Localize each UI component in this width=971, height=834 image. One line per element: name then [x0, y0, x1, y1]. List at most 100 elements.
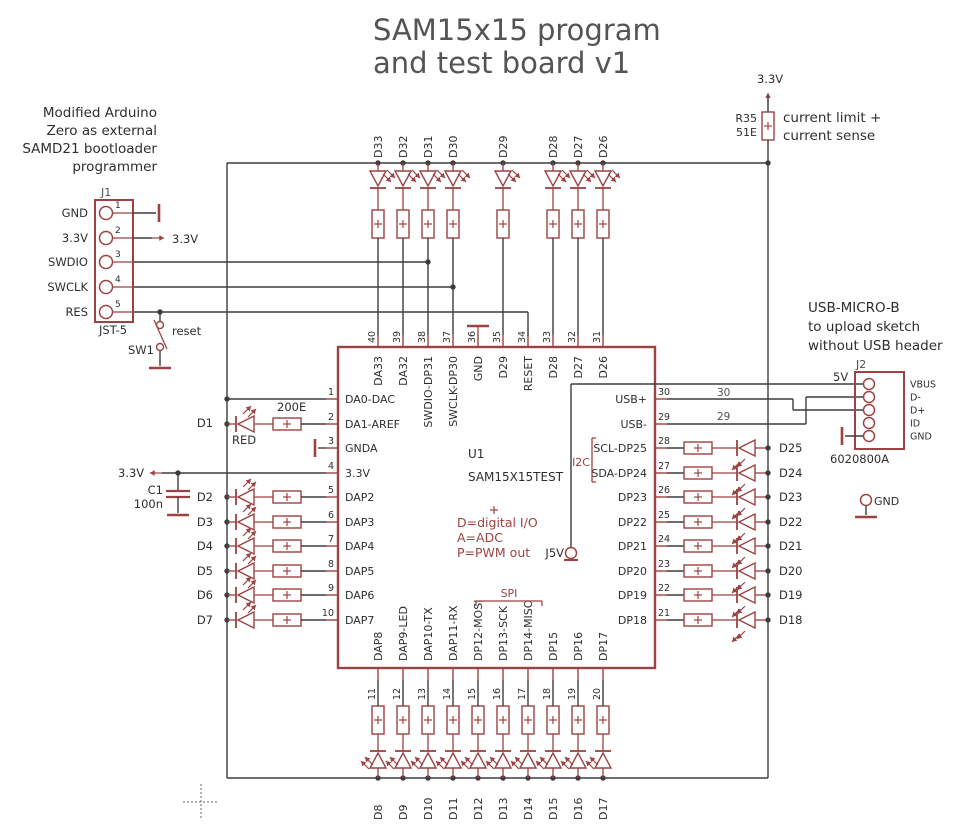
pin-number: 35	[492, 331, 503, 343]
led-label: D33	[372, 136, 385, 158]
led-symbol	[368, 751, 388, 769]
arrow-head	[486, 761, 492, 767]
pin-number: 11	[367, 688, 378, 700]
junction-dot	[765, 470, 771, 476]
usb-note-line2: to upload sketch	[808, 319, 920, 335]
junction-dot	[425, 259, 431, 265]
led-symbol	[236, 414, 255, 434]
pin-number: 21	[658, 608, 670, 619]
pin-name: DA1-AREF	[345, 418, 400, 431]
pin-legend-line2: A=ADC	[457, 530, 503, 545]
arrow-head	[510, 176, 516, 182]
led-symbol	[443, 751, 463, 769]
pin-name: DAP10-TX	[422, 607, 435, 661]
pin-number: 19	[567, 688, 578, 700]
j2-pin-circle	[862, 403, 876, 417]
junction-dot	[765, 519, 771, 525]
pin-number: 9	[328, 583, 334, 594]
arrow-head	[250, 507, 256, 513]
arrow-head	[365, 757, 371, 763]
pin-name: DAP4	[345, 540, 374, 553]
led-symbol	[737, 487, 756, 507]
current-note-line1: current limit +	[783, 110, 881, 126]
pin-number: 29	[658, 412, 670, 423]
pin-number: 14	[442, 688, 453, 700]
led-symbol	[418, 170, 438, 188]
arrow-head	[536, 761, 542, 767]
chip-ref: U1	[468, 447, 484, 461]
arrow-head	[560, 176, 566, 182]
led-label: D16	[572, 798, 585, 820]
pin-name: DP17	[597, 632, 610, 661]
arrow-head	[159, 235, 164, 241]
sw1-lever	[153, 319, 168, 350]
pin-name: D29	[497, 356, 510, 378]
arrow-head	[590, 757, 596, 763]
pin-number: 33	[542, 331, 553, 343]
sw1-ref: SW1	[128, 343, 154, 357]
arrow-head	[732, 464, 738, 470]
pin-name: DP12-MOSI	[472, 600, 485, 661]
arrow-head	[245, 528, 251, 534]
led-label: D22	[779, 515, 803, 529]
pin-number: 16	[492, 688, 503, 700]
led-symbol	[393, 751, 413, 769]
pin-name: DAP2	[345, 491, 374, 504]
arrow-head	[245, 504, 251, 510]
gnd-testpoint-circle	[859, 493, 873, 507]
pin-number: 22	[658, 583, 670, 594]
arrow-head	[250, 482, 256, 488]
arrow-head	[245, 479, 251, 485]
j1-value: JST-5	[98, 323, 127, 337]
arrow-head	[515, 757, 521, 763]
j1-pin-circle	[98, 304, 114, 320]
pin-name: DP23	[618, 491, 647, 504]
led-symbol	[236, 561, 255, 581]
led-label: D32	[397, 136, 410, 158]
led-label: D27	[572, 136, 585, 158]
pin-number: 36	[467, 331, 478, 343]
led-label: D8	[372, 805, 385, 820]
led-symbol	[493, 170, 513, 188]
arrow-head	[250, 556, 256, 562]
arrow-head	[245, 602, 251, 608]
led-symbol	[737, 512, 756, 532]
led-label: D31	[422, 136, 435, 158]
pin-number: 39	[392, 331, 403, 343]
led-symbol	[737, 585, 756, 605]
led-symbol	[236, 487, 255, 507]
j1-pin-number: 4	[115, 275, 121, 285]
pin-name: D26	[597, 356, 610, 378]
r35-ref: R35	[735, 112, 757, 125]
usb-note-line1: USB-MICRO-B	[808, 300, 900, 316]
arrow-head	[614, 172, 620, 178]
led-symbol	[236, 512, 255, 532]
arrow-head	[561, 761, 567, 767]
pin-number: 10	[322, 608, 334, 619]
pin-number: 7	[328, 534, 334, 545]
led-label: D6	[197, 588, 213, 602]
pin-number: 2	[328, 412, 334, 423]
chip-body	[336, 345, 657, 670]
pin-number: 8	[328, 559, 334, 570]
led-symbol	[236, 610, 255, 630]
led-symbol	[543, 170, 563, 188]
pin-name: DAP5	[345, 565, 374, 578]
pin-number: 20	[592, 688, 603, 700]
led-label: D17	[597, 798, 610, 820]
pin-name: DP20	[618, 565, 647, 578]
led-symbol	[737, 536, 756, 556]
pin-name: USB+	[615, 393, 647, 406]
j2-pin-circle	[862, 390, 876, 404]
pin-number: 28	[658, 436, 670, 447]
led-label: D24	[779, 466, 803, 480]
supply-33v-left-label: 3.3V	[118, 466, 144, 480]
arrow-head	[465, 757, 471, 763]
arrow-head	[586, 761, 592, 767]
led-label: D4	[197, 539, 213, 553]
arrow-head	[514, 172, 520, 178]
arrow-head	[436, 761, 442, 767]
led-label: D28	[547, 136, 560, 158]
arrow-head	[250, 580, 256, 586]
